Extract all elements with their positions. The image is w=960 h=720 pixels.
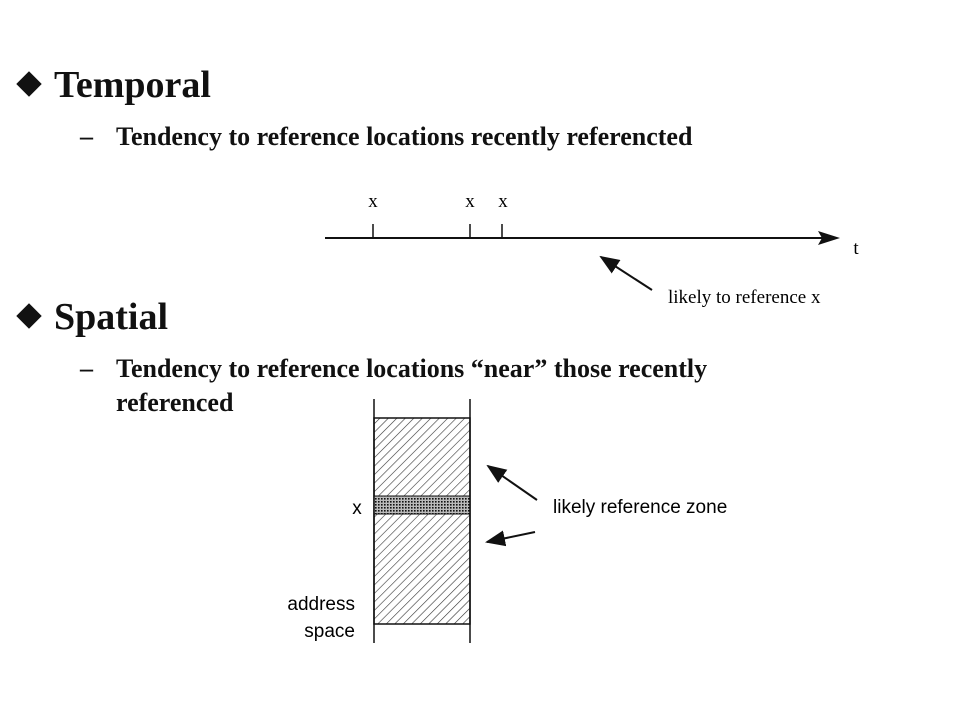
timeline-mark: x	[498, 191, 508, 212]
time-axis-label: t	[853, 238, 859, 259]
temporal-heading: Temporal	[16, 64, 211, 106]
timeline: x x x t likely to reference x	[325, 191, 859, 308]
address-space-label-line1: address	[287, 594, 355, 615]
spatial-heading: Spatial	[16, 296, 169, 338]
referenced-location-band	[373, 495, 471, 515]
time-axis-arrowhead-icon	[818, 231, 840, 245]
address-space-block	[373, 417, 471, 625]
temporal-description: –Tendency to reference locations recentl…	[80, 120, 692, 154]
spatial-description: –Tendency to reference locations “near” …	[80, 352, 707, 420]
temporal-heading-text: Temporal	[54, 64, 211, 106]
address-space-diagram: x likely reference zone address space	[287, 399, 727, 643]
temporal-annotation-arrow	[599, 255, 653, 291]
timeline-mark: x	[368, 191, 378, 212]
temporal-description-text: Tendency to reference locations recently…	[116, 122, 693, 151]
spatial-description-line1: Tendency to reference locations “near” t…	[116, 354, 708, 383]
temporal-dash: –	[80, 122, 93, 151]
spatial-annotation: likely reference zone	[553, 497, 727, 518]
spatial-dash: –	[80, 354, 93, 383]
zone-arrow-upper	[486, 464, 538, 501]
timeline-mark: x	[465, 191, 475, 212]
referenced-location-mark: x	[352, 498, 362, 519]
spatial-description-line2: referenced	[116, 387, 234, 417]
address-space-label-line2: space	[304, 621, 355, 642]
spatial-heading-text: Spatial	[54, 296, 169, 338]
temporal-annotation: likely to reference x	[668, 287, 821, 308]
zone-arrow-lower	[485, 530, 536, 547]
